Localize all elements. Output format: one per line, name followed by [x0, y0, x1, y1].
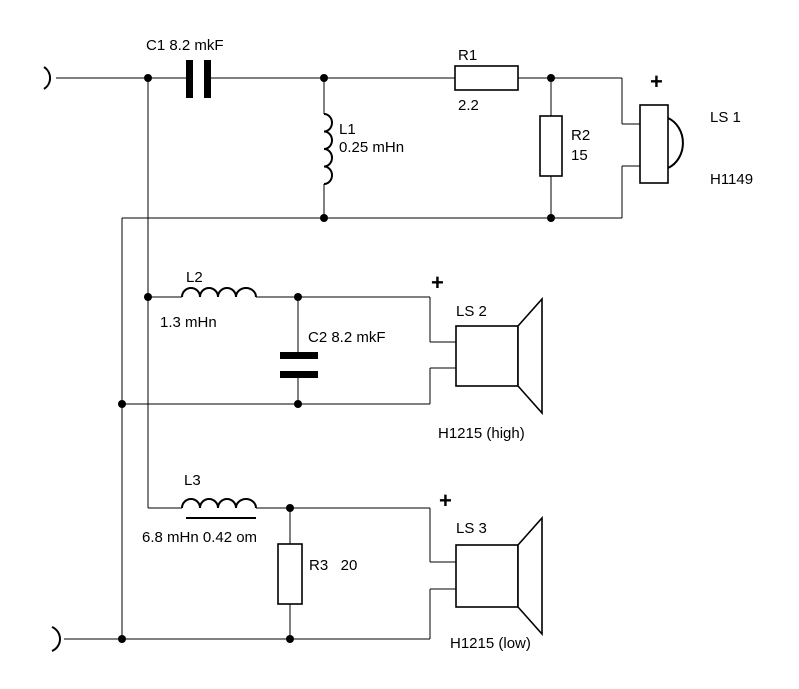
- r2-value: 15: [571, 147, 588, 164]
- resistor-r1: [454, 65, 519, 91]
- inductor-l1: [323, 113, 333, 185]
- ls1-name: LS 1: [710, 109, 741, 126]
- junction-dot: [320, 214, 328, 222]
- junction-dot: [286, 635, 294, 643]
- junction-dot: [294, 293, 302, 301]
- junction-dot: [547, 214, 555, 222]
- junction-dot: [118, 400, 126, 408]
- junction-dot: [118, 635, 126, 643]
- capacitor-c1: [182, 60, 213, 98]
- input-terminal-top-icon: [43, 66, 51, 90]
- junction-dot: [547, 74, 555, 82]
- junction-dot: [294, 400, 302, 408]
- resistor-r2: [539, 115, 563, 177]
- ls3-name: LS 3: [456, 520, 487, 537]
- junction-dot: [144, 74, 152, 82]
- junction-dot: [320, 74, 328, 82]
- l2-value: 1.3 mHn: [160, 314, 217, 331]
- input-terminal-bottom-icon: [51, 626, 61, 652]
- r2-name: R2: [571, 127, 590, 144]
- ls3-model: H1215 (low): [450, 635, 531, 652]
- capacitor-c2: [280, 352, 318, 378]
- ls3-polarity: +: [439, 488, 452, 513]
- l3-name: L3: [184, 472, 201, 489]
- resistor-r3: [277, 543, 303, 605]
- junction-dot: [286, 504, 294, 512]
- speaker-ls3-icon: [455, 515, 543, 637]
- l1-name: L1: [339, 121, 356, 138]
- junction-dots: [118, 74, 555, 643]
- ls2-name: LS 2: [456, 303, 487, 320]
- r1-name: R1: [458, 47, 477, 64]
- c1-label: C1 8.2 mkF: [146, 37, 224, 54]
- ls1-polarity: +: [650, 69, 663, 94]
- junction-dot: [144, 293, 152, 301]
- ls2-model: H1215 (high): [438, 425, 525, 442]
- inductor-l3: [181, 498, 257, 509]
- c2-label: C2 8.2 mkF: [308, 329, 386, 346]
- l3-value: 6.8 mHn 0.42 om: [142, 529, 257, 546]
- r1-value: 2.2: [458, 97, 479, 114]
- ls2-polarity: +: [431, 270, 444, 295]
- inductor-l2: [181, 287, 257, 298]
- speaker-ls2-icon: [455, 296, 543, 416]
- ls1-model: H1149: [710, 171, 753, 188]
- r3-label: R3 20: [309, 557, 357, 574]
- l1-value: 0.25 mHn: [339, 139, 404, 156]
- l2-name: L2: [186, 269, 203, 286]
- tweeter-ls1-icon: [639, 104, 684, 184]
